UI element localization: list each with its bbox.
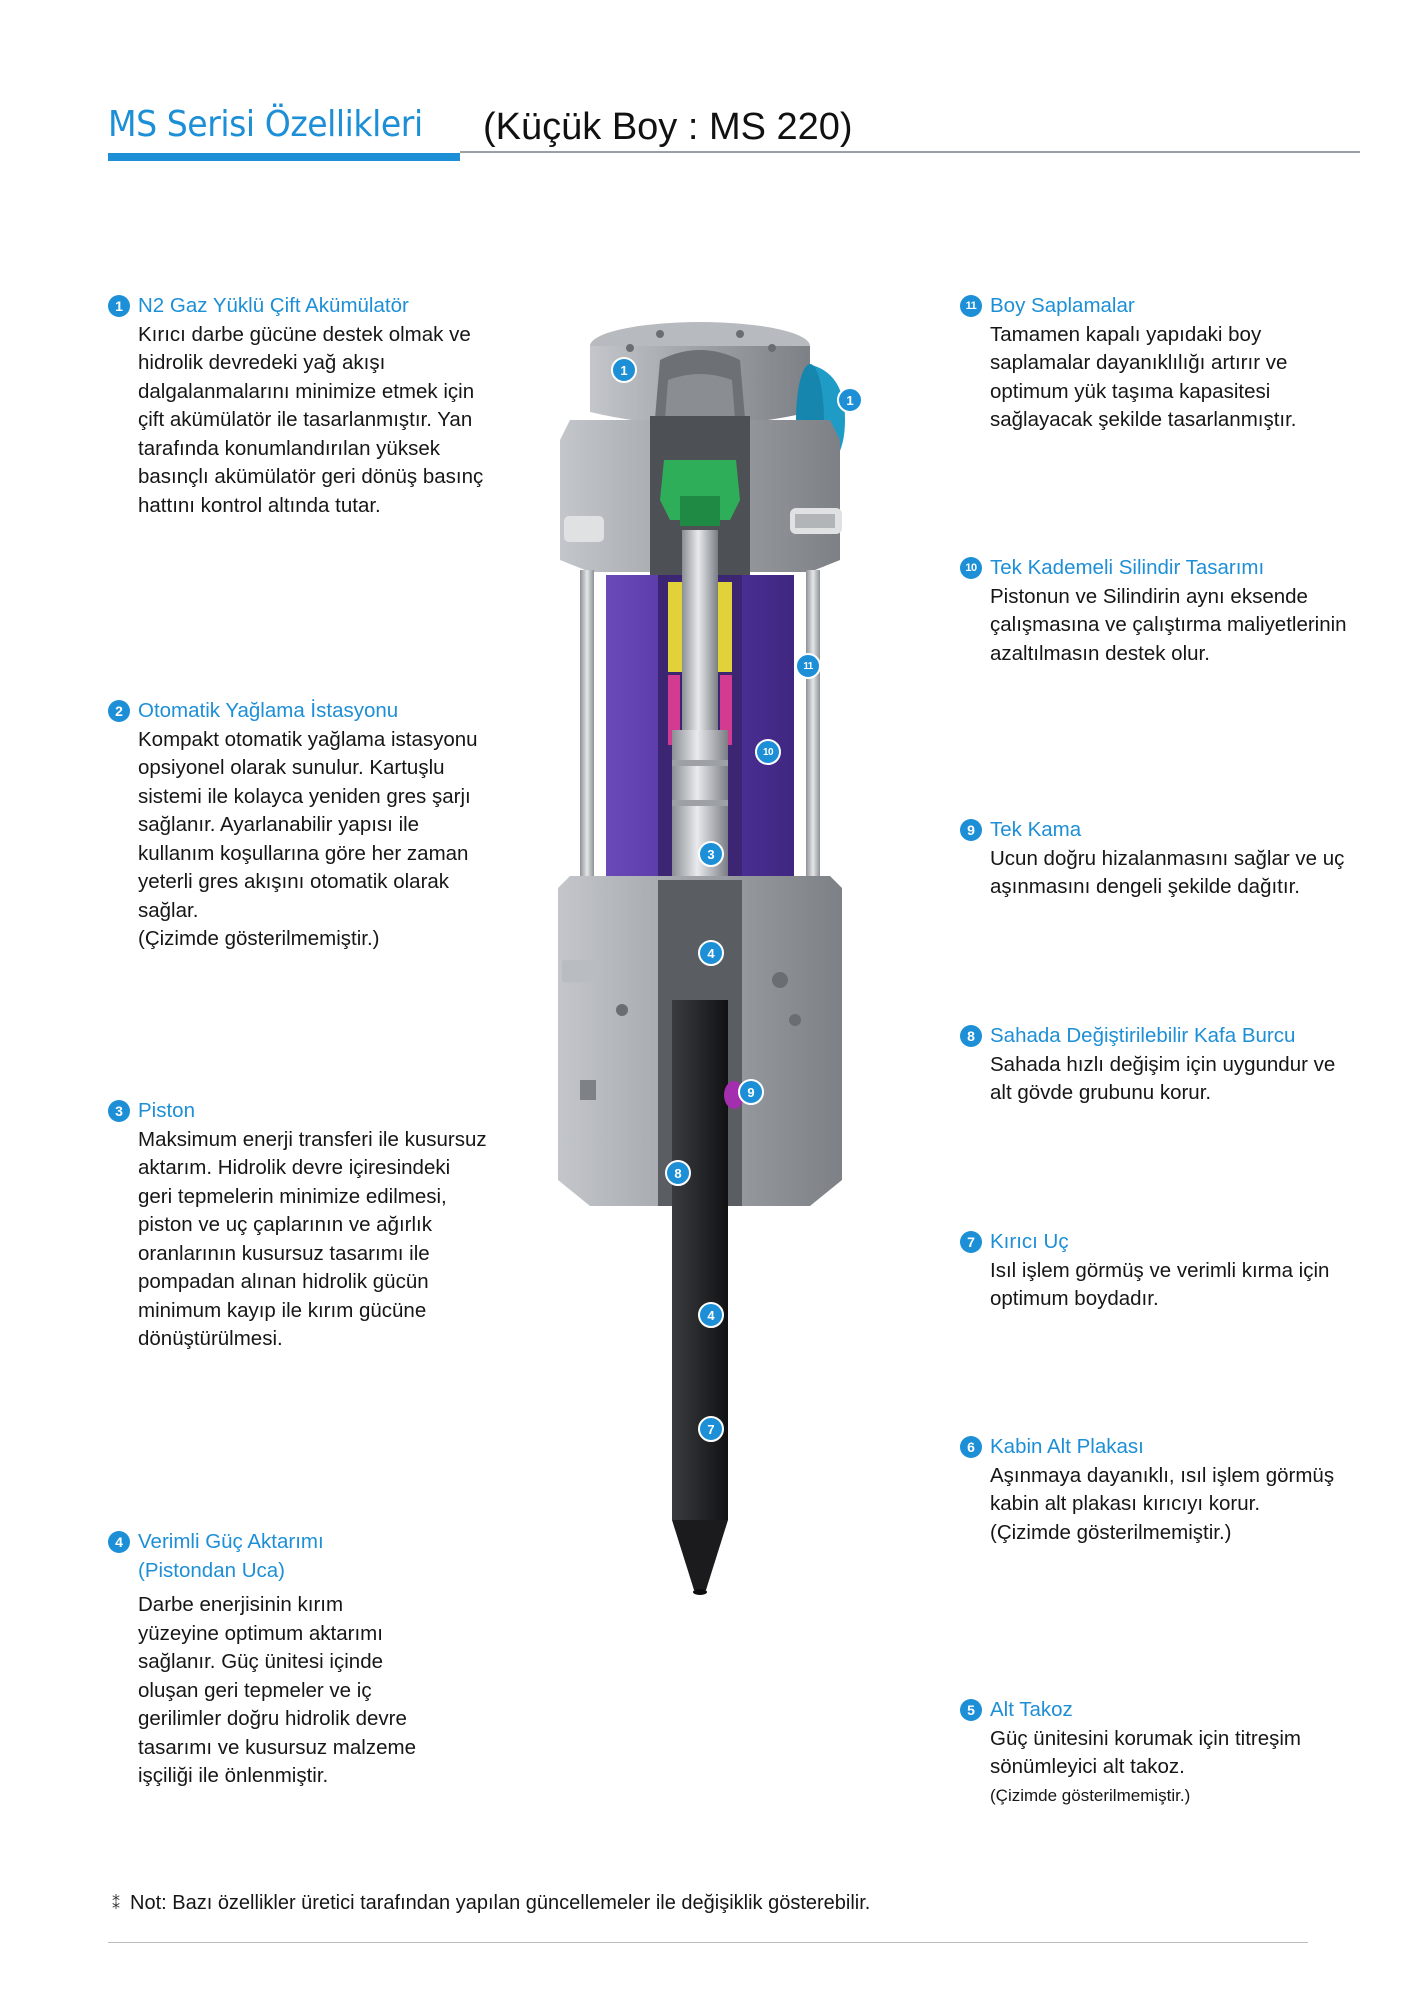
feature-title: N2 Gaz Yüklü Çift Akümülatör bbox=[138, 294, 409, 317]
callout-side-accumulator: 1 bbox=[837, 387, 863, 413]
feature-title: Tek Kademeli Silindir Tasarımı bbox=[990, 556, 1265, 579]
feature-number-badge: 9 bbox=[960, 819, 982, 841]
feature-number-badge: 2 bbox=[108, 700, 130, 722]
feature-number-badge: 3 bbox=[108, 1100, 130, 1122]
feature-7: 7 Kırıcı Uç Isıl işlem görmüş ve verimli… bbox=[960, 1228, 1360, 1314]
feature-note: (Çizimde gösterilmemiştir.) bbox=[990, 1520, 1232, 1544]
footer-divider bbox=[108, 1942, 1308, 1943]
callout-piston: 3 bbox=[698, 841, 724, 867]
feature-title-line2: (Pistondan Uca) bbox=[138, 1558, 285, 1582]
footnote-text: Not: Bazı özellikler üretici tarafından … bbox=[130, 1892, 871, 1914]
header-divider bbox=[460, 151, 1360, 153]
feature-9: 9 Tek Kama Ucun doğru hizalanmasını sağl… bbox=[960, 816, 1360, 902]
title-underline bbox=[108, 153, 460, 161]
callout-cylinder: 10 bbox=[755, 739, 781, 765]
callout-power-transfer-upper: 4 bbox=[698, 940, 724, 966]
feature-1: 1 N2 Gaz Yüklü Çift Akümülatör Kırıcı da… bbox=[108, 292, 488, 520]
callout-tie-rods: 11 bbox=[795, 653, 821, 679]
feature-number-badge: 11 bbox=[960, 295, 982, 317]
callout-power-transfer-lower: 4 bbox=[698, 1302, 724, 1328]
callout-front-bushing: 8 bbox=[665, 1160, 691, 1186]
feature-number-badge: 1 bbox=[108, 295, 130, 317]
page-subtitle: (Küçük Boy : MS 220) bbox=[483, 106, 853, 148]
feature-number-badge: 5 bbox=[960, 1699, 982, 1721]
feature-title: Kırıcı Uç bbox=[990, 1230, 1069, 1253]
callout-breaker-tool: 7 bbox=[698, 1416, 724, 1442]
footnote-mark: ⁑ bbox=[112, 1895, 120, 1913]
feature-number-badge: 6 bbox=[960, 1436, 982, 1458]
feature-title: Tek Kama bbox=[990, 818, 1082, 841]
feature-description: Kırıcı darbe gücüne destek olmak ve hidr… bbox=[138, 322, 484, 517]
feature-6: 6 Kabin Alt Plakası Aşınmaya dayanıklı, … bbox=[960, 1433, 1360, 1547]
feature-note: (Çizimde gösterilmemiştir.) bbox=[138, 927, 380, 950]
feature-title: Sahada Değiştirilebilir Kafa Burcu bbox=[990, 1024, 1296, 1047]
feature-number-badge: 7 bbox=[960, 1231, 982, 1253]
callout-accumulator: 1 bbox=[611, 357, 637, 383]
feature-title: Verimli Güç Aktarımı bbox=[138, 1530, 324, 1553]
feature-description: Darbe enerjisinin kırım yüzeyine optimum… bbox=[138, 1593, 416, 1787]
breaker-tool bbox=[672, 1000, 744, 1595]
feature-10: 10 Tek Kademeli Silindir Tasarımı Piston… bbox=[960, 554, 1360, 668]
feature-description: Tamamen kapalı yapıdaki boy saplamalar d… bbox=[990, 322, 1297, 432]
feature-description: Pistonun ve Silindirin aynı eksende çalı… bbox=[990, 584, 1347, 665]
feature-description: Isıl işlem görmüş ve verimli kırma için … bbox=[990, 1258, 1330, 1311]
feature-description: Ucun doğru hizalanmasını sağlar ve uç aş… bbox=[990, 846, 1345, 899]
feature-note: (Çizimde gösterilmemiştir.) bbox=[990, 1785, 1191, 1805]
feature-11: 11 Boy Saplamalar Tamamen kapalı yapıdak… bbox=[960, 292, 1360, 435]
feature-description: Aşınmaya dayanıklı, ısıl işlem görmüş ka… bbox=[990, 1463, 1335, 1516]
valve-part bbox=[660, 460, 740, 526]
feature-8: 8 Sahada Değiştirilebilir Kafa Burcu Sah… bbox=[960, 1022, 1360, 1108]
feature-3: 3 Piston Maksimum enerji transferi ile k… bbox=[108, 1097, 488, 1354]
feature-description: Maksimum enerji transferi ile kusursuz a… bbox=[138, 1127, 487, 1351]
tie-rod-left bbox=[580, 570, 594, 900]
callout-retainer-pin: 9 bbox=[738, 1079, 764, 1105]
feature-4: 4 Verimli Güç Aktarımı (Pistondan Uca) D… bbox=[108, 1528, 428, 1791]
feature-2: 2 Otomatik Yağlama İstasyonu Kompakt oto… bbox=[108, 697, 488, 954]
feature-5: 5 Alt Takoz Güç ünitesini korumak için t… bbox=[960, 1696, 1360, 1810]
footnote: ⁑ Not: Bazı özellikler üretici tarafında… bbox=[112, 1892, 870, 1915]
feature-description: Kompakt otomatik yağlama istasyonu opsiy… bbox=[138, 727, 478, 922]
feature-title: Alt Takoz bbox=[990, 1698, 1073, 1721]
feature-description: Sahada hızlı değişim için uygundur ve al… bbox=[990, 1052, 1336, 1105]
feature-number-badge: 10 bbox=[960, 557, 982, 579]
feature-number-badge: 8 bbox=[960, 1025, 982, 1047]
feature-description: Güç ünitesini korumak için titreşim sönü… bbox=[990, 1726, 1302, 1779]
feature-title: Kabin Alt Plakası bbox=[990, 1435, 1144, 1458]
top-cap bbox=[590, 322, 810, 432]
feature-title: Otomatik Yağlama İstasyonu bbox=[138, 699, 399, 722]
feature-number-badge: 4 bbox=[108, 1531, 130, 1553]
page-title: MS Serisi Özellikleri bbox=[108, 104, 423, 145]
tie-rod-right bbox=[806, 570, 820, 900]
feature-title: Piston bbox=[138, 1099, 195, 1122]
breaker-cutaway-illustration bbox=[558, 322, 845, 1595]
feature-title: Boy Saplamalar bbox=[990, 294, 1135, 317]
